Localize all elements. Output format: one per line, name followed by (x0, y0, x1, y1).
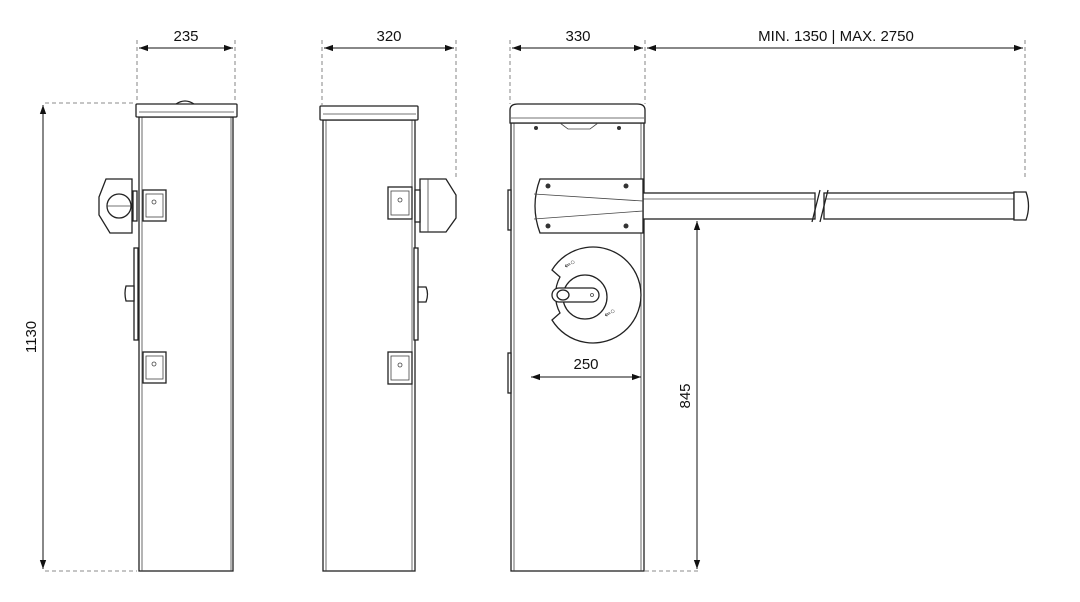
mounting-plate (387, 351, 413, 385)
dimension-boom-length: MIN. 1350 | MAX. 2750 (647, 28, 1023, 52)
dimension-label: 320 (376, 28, 401, 45)
dimension-label: 845 (677, 383, 694, 408)
mounting-plate (142, 351, 167, 384)
manual-release-lock: ⇐○ ⇐○ (551, 246, 642, 344)
dimension-front-width: 330 (512, 28, 643, 52)
dimension-side-right-width: 320 (324, 28, 454, 52)
dimension-boom-height: 845 (677, 221, 701, 569)
dimension-label: 235 (173, 28, 198, 45)
boom-arm (642, 189, 1030, 223)
side-view-right (319, 40, 457, 572)
dimension-label: MIN. 1350 | MAX. 2750 (758, 28, 914, 45)
dimension-label: 1130 (23, 321, 40, 353)
dimension-label: 330 (565, 28, 590, 45)
mounting-plate (142, 189, 167, 222)
mounting-plate (387, 186, 413, 220)
dimension-total-height: 1130 (23, 105, 47, 569)
dimension-label: 250 (573, 356, 598, 373)
dimension-door-width: 250 (531, 356, 641, 381)
front-view: ⇐○ ⇐○ (507, 40, 1030, 572)
side-view-left (45, 40, 238, 572)
dimension-side-left-width: 235 (139, 28, 233, 52)
